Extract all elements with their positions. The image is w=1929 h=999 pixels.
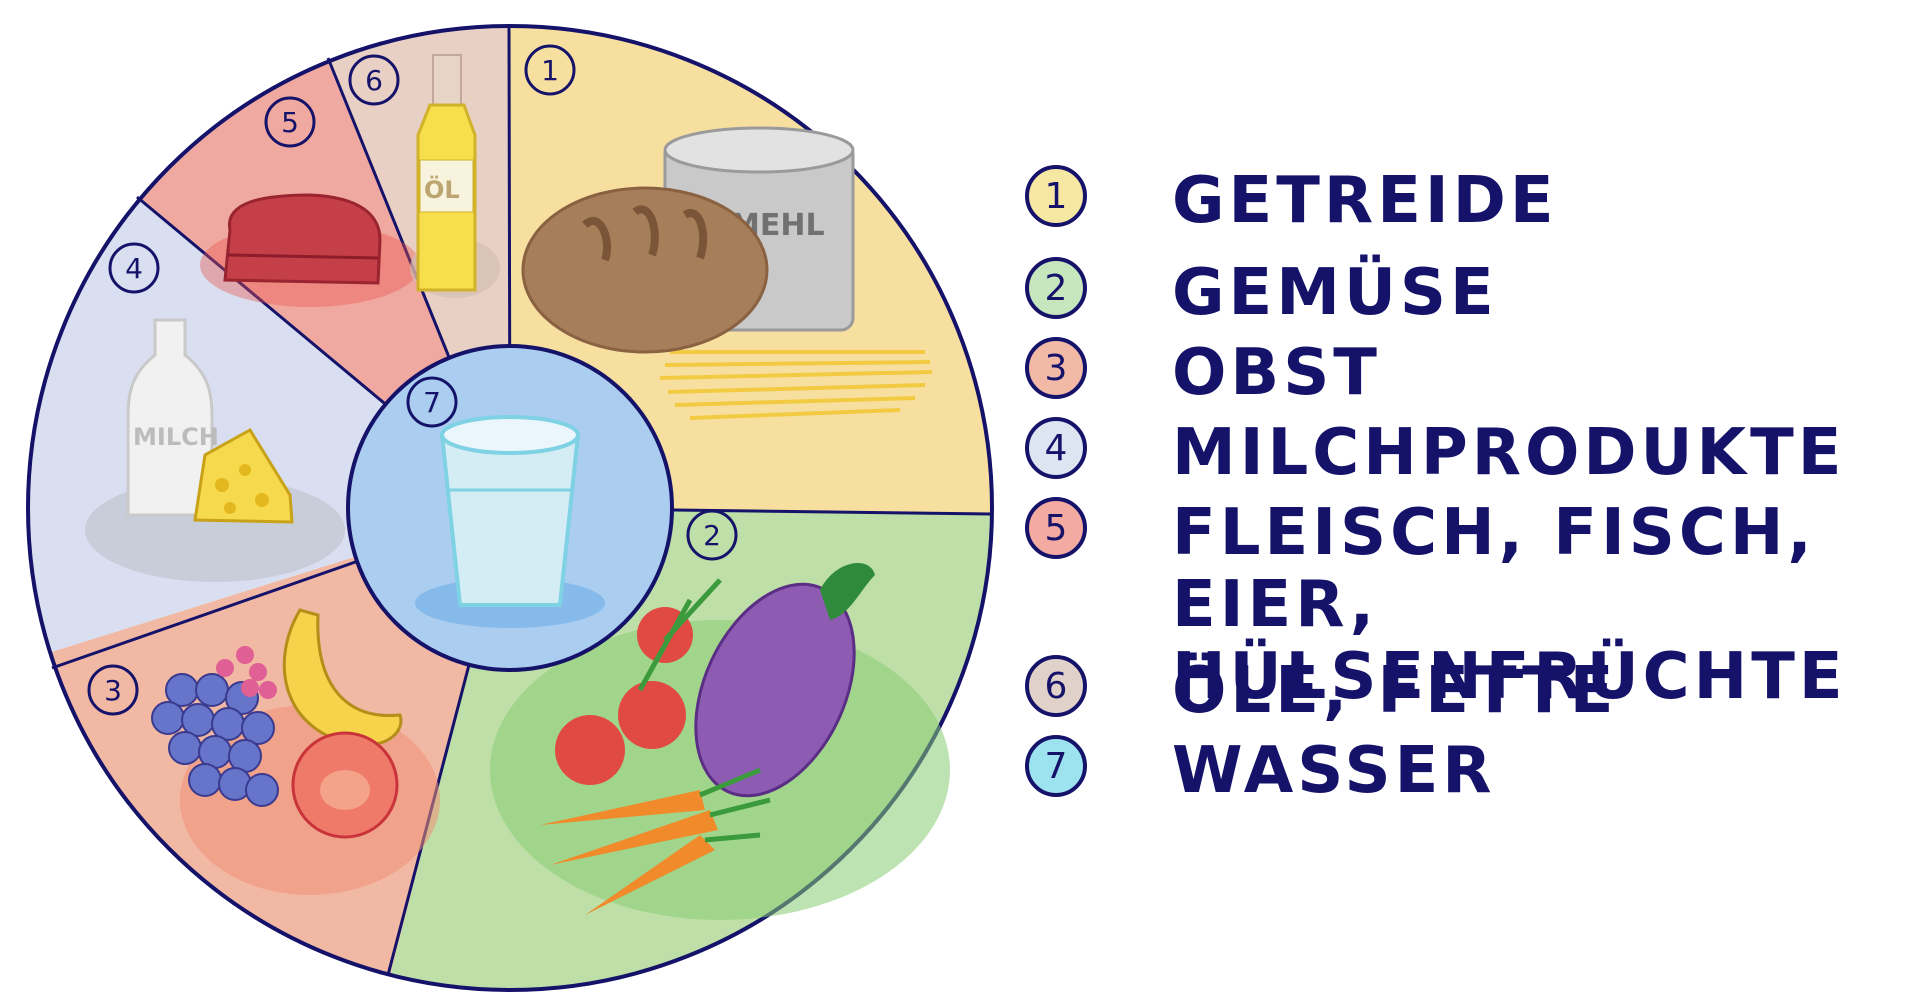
vegetable-illustration — [490, 563, 950, 920]
dairy-illustration: MILCH — [85, 318, 345, 582]
wheel-badge-number: 4 — [125, 252, 143, 285]
legend-badge-1: 1 — [1025, 165, 1087, 227]
water-glass-illustration — [415, 415, 605, 628]
meat-illustration — [200, 193, 420, 307]
oil-illustration: ÖL — [410, 54, 500, 298]
legend-item-obst: 3 OBST — [1025, 337, 1905, 417]
legend-label-gemuese: GEMÜSE — [1172, 256, 1498, 330]
legend-item-milchprodukte: 4 MILCHPRODUKTE — [1025, 417, 1905, 497]
wheel-badge-number: 2 — [703, 519, 721, 552]
wheel-badge-oele-fette: 6 — [348, 54, 400, 106]
oil-label: ÖL — [424, 174, 460, 204]
wheel-badge-wasser: 7 — [406, 376, 458, 428]
milk-label: MILCH — [133, 423, 219, 451]
food-wheel-diagram: MEHL — [26, 24, 994, 992]
wheel-badge-obst: 3 — [87, 664, 139, 716]
legend-badge-7: 7 — [1025, 735, 1087, 797]
wheel-badge-number: 6 — [365, 64, 383, 97]
legend-item-getreide: 1 GETREIDE — [1025, 165, 1905, 257]
legend-badge-4: 4 — [1025, 417, 1087, 479]
wheel-badge-number: 3 — [104, 674, 122, 707]
legend-label-obst: OBST — [1172, 336, 1381, 410]
legend-item-fleisch: 5 FLEISCH, FISCH, EIER, HÜLSENFRÜCHTE — [1025, 497, 1905, 713]
wheel-badge-number: 1 — [541, 54, 559, 87]
legend-label-milchprodukte: MILCHPRODUKTE — [1172, 416, 1846, 490]
wheel-badge-getreide: 1 — [524, 44, 576, 96]
legend-item-gemuese: 2 GEMÜSE — [1025, 257, 1905, 337]
legend-label-getreide: GETREIDE — [1172, 164, 1558, 238]
wheel-outer-ring — [26, 24, 994, 992]
wheel-badge-milchprodukte: 4 — [108, 242, 160, 294]
legend-badge-6: 6 — [1025, 655, 1087, 717]
legend-item-oele-fette: 6 ÖLE, FETTE — [1025, 655, 1905, 735]
wheel-badge-gemuese: 2 — [686, 509, 738, 561]
legend-badge-3: 3 — [1025, 337, 1087, 399]
wheel-badge-number: 5 — [281, 106, 299, 139]
fruit-illustration — [151, 608, 440, 895]
legend-label-oele-fette: ÖLE, FETTE — [1172, 654, 1618, 728]
legend: 1 GETREIDE 2 GEMÜSE 3 OBST 4 MILCHPRODUK… — [1025, 165, 1905, 815]
wheel-number-badges: 1 2 3 4 5 6 7 — [87, 44, 738, 716]
wheel-badge-number: 7 — [423, 386, 441, 419]
wheel-badge-fleisch: 5 — [264, 96, 316, 148]
legend-label-fleisch: FLEISCH, FISCH, EIER, HÜLSENFRÜCHTE — [1172, 496, 1847, 714]
legend-label-wasser: WASSER — [1172, 734, 1496, 808]
legend-badge-2: 2 — [1025, 257, 1087, 319]
legend-item-wasser: 7 WASSER — [1025, 735, 1905, 815]
legend-badge-5: 5 — [1025, 497, 1087, 559]
grain-illustration: MEHL — [521, 126, 933, 420]
